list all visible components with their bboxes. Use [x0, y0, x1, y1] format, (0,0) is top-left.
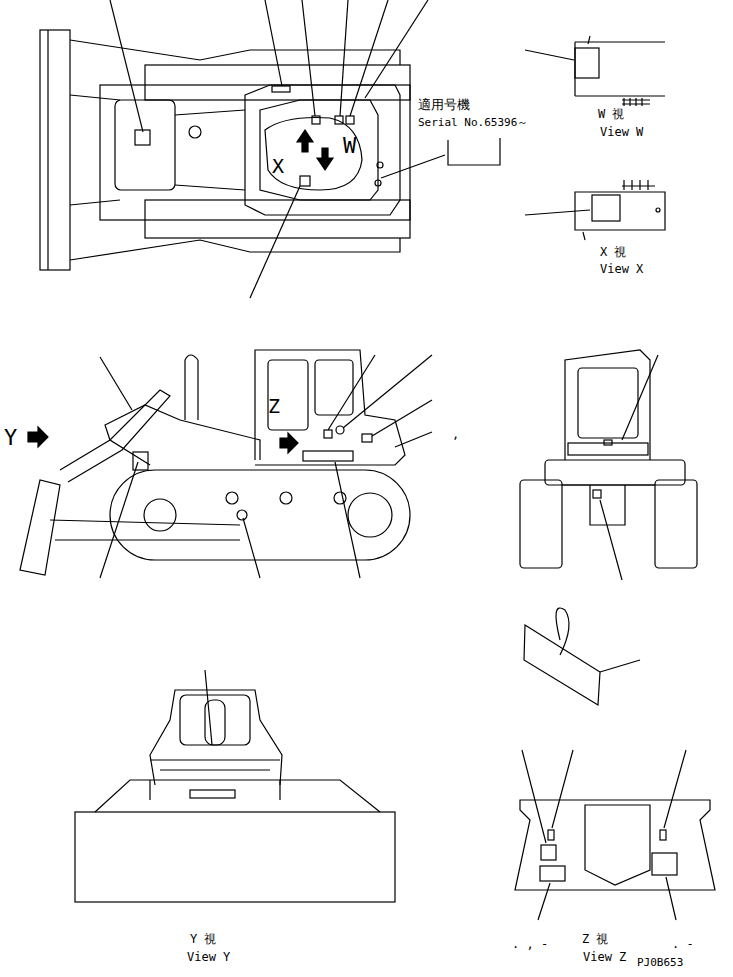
- view-title: View X: [600, 263, 643, 277]
- view-title: X 視: [600, 246, 626, 260]
- mark: . , -: [512, 938, 548, 952]
- note-text: 適用号機: [418, 98, 470, 113]
- drawing-code: PJ0B653: [637, 957, 683, 970]
- view-letter: Y: [4, 425, 17, 450]
- view-title: View W: [600, 126, 643, 140]
- view-title: Z 視: [582, 933, 608, 947]
- mark: . -: [672, 938, 694, 952]
- mark: ,: [452, 428, 459, 442]
- view-letter: W: [343, 133, 356, 158]
- view-letter: Z: [268, 395, 280, 418]
- view-title: View Z: [583, 951, 626, 965]
- view-letter: X: [272, 155, 284, 178]
- serial-number: Serial No.65396～: [418, 117, 528, 130]
- view-title: View Y: [187, 951, 230, 965]
- view-title: Y 視: [190, 933, 216, 947]
- view-title: W 視: [598, 108, 624, 122]
